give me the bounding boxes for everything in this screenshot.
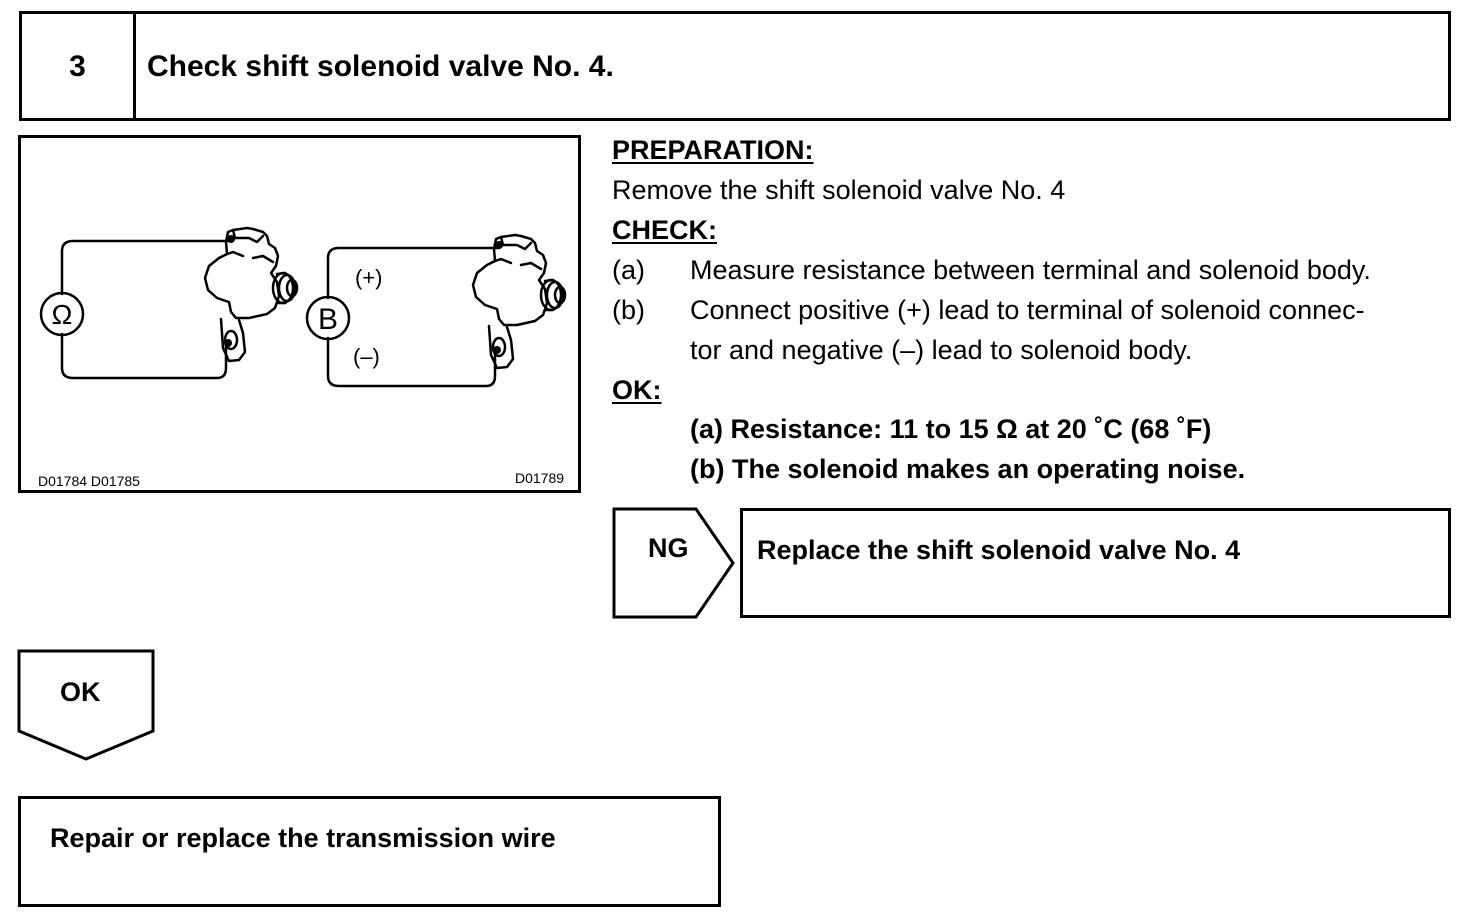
lead-contact-4 (493, 346, 501, 354)
ohmmeter-wire (60, 236, 233, 296)
ohm-symbol: Ω (52, 299, 73, 330)
ohmmeter-wire-lower (60, 332, 228, 380)
negative-lead-label: (–) (353, 344, 380, 369)
ok-spec-noise: (b) The solenoid makes an operating nois… (690, 454, 1246, 484)
ok-spec-heading: OK: (612, 375, 662, 405)
check-item-b-text-line1: Connect positive (+) lead to terminal of… (690, 295, 1365, 325)
preparation-heading: PREPARATION: (612, 135, 814, 165)
ok-result-box: Repair or replace the transmission wire (18, 796, 721, 907)
battery-wire-lower (326, 336, 497, 388)
lead-contact-1 (227, 235, 235, 243)
ohmmeter-icon (39, 291, 85, 337)
ok-arrow-icon (17, 649, 155, 761)
battery-icon (305, 295, 351, 341)
ok-label: OK (60, 677, 101, 707)
check-item-a-marker: (a) (612, 255, 645, 285)
step-number: 3 (69, 50, 86, 83)
check-item-b-text-line2: tor and negative (–) lead to solenoid bo… (690, 335, 1193, 365)
solenoid-test-figure: Ω B (+) (–) D01784 D01785 D01789 (18, 135, 581, 493)
ng-result-box: Replace the shift solenoid valve No. 4 (740, 508, 1451, 618)
solenoid-valve-1-icon (203, 226, 299, 363)
ng-arrow-icon (612, 507, 735, 619)
ok-spec-resistance: (a) Resistance: 11 to 15 Ω at 20 ˚C (68 … (690, 414, 1212, 444)
step-number-cell: 3 (22, 14, 136, 118)
solenoid-valve-2-icon (471, 233, 567, 370)
positive-lead-label: (+) (355, 265, 383, 290)
ok-result-text: Repair or replace the transmission wire (50, 823, 556, 853)
figure-code-right: D01789 (515, 470, 565, 486)
ng-result-text: Replace the shift solenoid valve No. 4 (757, 535, 1241, 565)
battery-wire (326, 243, 501, 300)
ng-label: NG (648, 533, 689, 563)
step-title: Check shift solenoid valve No. 4. (147, 50, 614, 83)
battery-symbol: B (318, 303, 338, 336)
check-item-b-marker: (b) (612, 295, 645, 325)
lead-contact-3 (495, 241, 503, 249)
step-header: 3 Check shift solenoid valve No. 4. (19, 11, 1451, 121)
solenoid-circuit-diagram: Ω B (+) (–) (39, 226, 567, 388)
figure-code-left: D01784 D01785 (38, 473, 140, 489)
preparation-text: Remove the shift solenoid valve No. 4 (612, 175, 1066, 205)
check-item-a-text: Measure resistance between terminal and … (690, 255, 1371, 285)
lead-contact-2 (224, 339, 232, 347)
check-heading: CHECK: (612, 215, 717, 245)
